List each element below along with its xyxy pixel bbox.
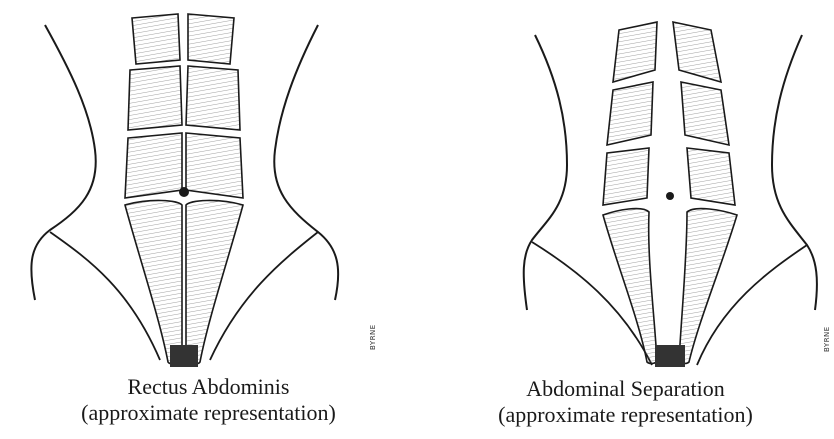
pubic-tendon: [170, 345, 198, 367]
abdominal-separation-figure: BYRNE Abdominal Separation (approximate …: [417, 0, 834, 439]
navel-icon: [179, 187, 189, 197]
torso-right-outline: [772, 35, 817, 310]
caption-title: Abdominal Separation: [417, 376, 834, 402]
artist-signature: BYRNE: [823, 326, 831, 352]
rectus-muscle-right: [186, 14, 243, 364]
abdominal-separation-illustration: BYRNE: [417, 0, 834, 439]
rectus-abdominis-caption: Rectus Abdominis (approximate representa…: [0, 374, 417, 426]
pubic-tendon: [655, 345, 685, 367]
torso-left-outline: [524, 35, 567, 310]
caption-subtitle: (approximate representation): [0, 400, 417, 426]
artist-signature: BYRNE: [369, 324, 377, 350]
abdominal-separation-caption: Abdominal Separation (approximate repres…: [417, 376, 834, 428]
separated-muscle-left: [603, 22, 657, 364]
navel-icon: [666, 192, 674, 200]
caption-title: Rectus Abdominis: [0, 374, 417, 400]
torso-right-outline: [274, 25, 338, 300]
rectus-abdominis-figure: BYRNE Rectus Abdominis (approximate repr…: [0, 0, 417, 439]
caption-subtitle: (approximate representation): [417, 402, 834, 428]
